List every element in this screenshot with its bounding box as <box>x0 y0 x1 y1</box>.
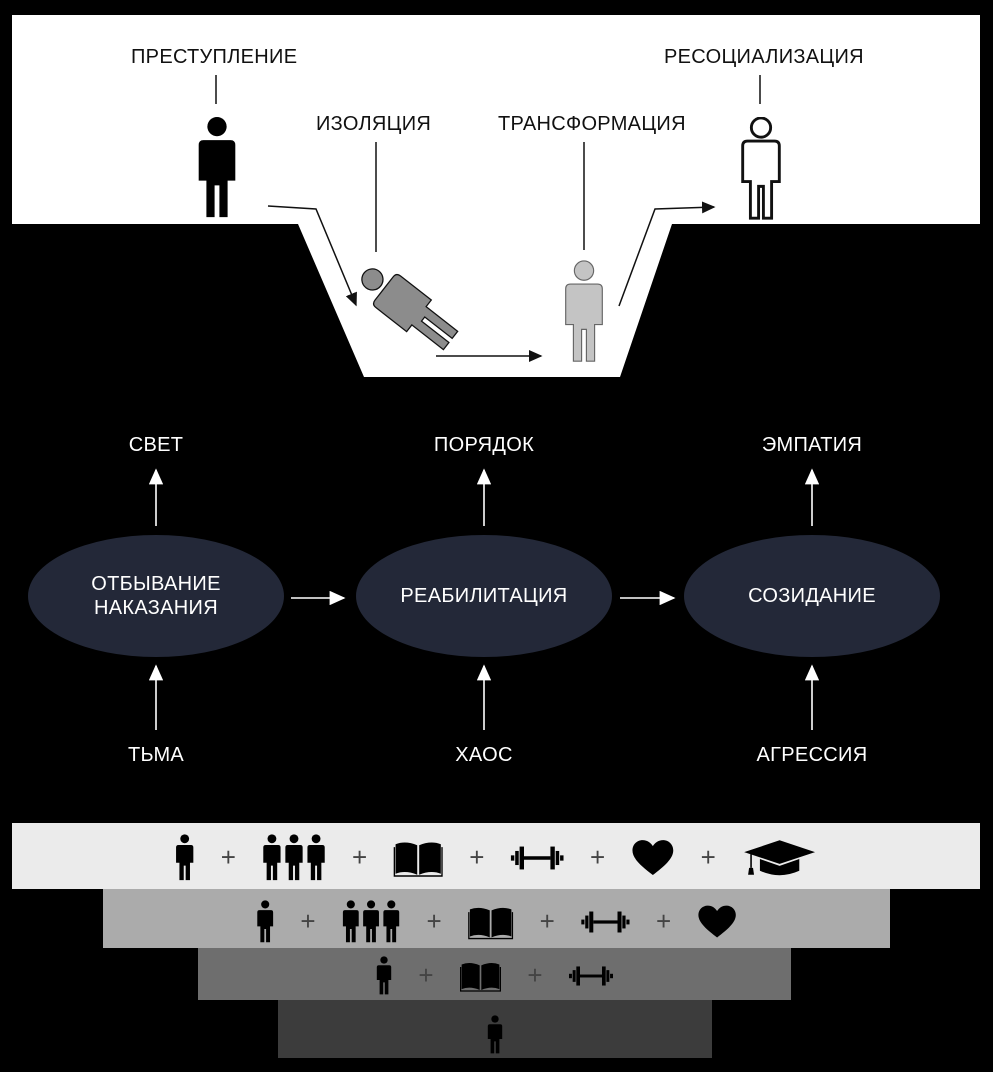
label-resocialization: РЕСОЦИАЛИЗАЦИЯ <box>664 46 864 68</box>
arrow-crime-to-isolation <box>267 205 357 307</box>
plus-sign: + <box>469 842 484 872</box>
label-crime: ПРЕСТУПЛЕНИЕ <box>131 46 298 68</box>
arrow-transformation-to-resocialization <box>618 201 716 307</box>
plus-sign: + <box>701 842 716 872</box>
plus-sign: + <box>300 906 315 936</box>
label-light: СВЕТ <box>128 434 184 456</box>
top-panel <box>12 15 980 377</box>
plus-sign: + <box>590 842 605 872</box>
plus-sign: + <box>540 906 555 936</box>
node-rehabilitation <box>356 535 612 657</box>
plus-sign: + <box>656 906 671 936</box>
plus-sign: + <box>221 842 236 872</box>
label-order: ПОРЯДОК <box>433 434 535 456</box>
label-empathy: ЭМПАТИЯ <box>761 434 863 456</box>
valley-shape <box>12 15 980 377</box>
label-chaos: ХАОС <box>455 744 513 766</box>
plus-sign: + <box>352 842 367 872</box>
stage-flow <box>28 468 940 730</box>
label-darkness: ТЬМА <box>127 744 185 766</box>
node-rehabilitation-label: РЕАБИЛИТАЦИЯ <box>400 585 568 607</box>
node-punishment-label: ОТБЫВАНИЕ НАКАЗАНИЯ <box>91 573 221 619</box>
label-aggression: АГРЕССИЯ <box>756 744 868 766</box>
label-transformation: ТРАНСФОРМАЦИЯ <box>498 113 686 135</box>
node-punishment <box>28 535 284 657</box>
node-creation <box>684 535 940 657</box>
plus-sign: + <box>527 960 542 990</box>
node-creation-label: СОЗИДАНИЕ <box>748 585 876 607</box>
plus-sign: + <box>418 960 433 990</box>
plus-sign: + <box>427 906 442 936</box>
pyramid-level-1 <box>12 823 980 889</box>
label-isolation: ИЗОЛЯЦИЯ <box>316 113 432 135</box>
